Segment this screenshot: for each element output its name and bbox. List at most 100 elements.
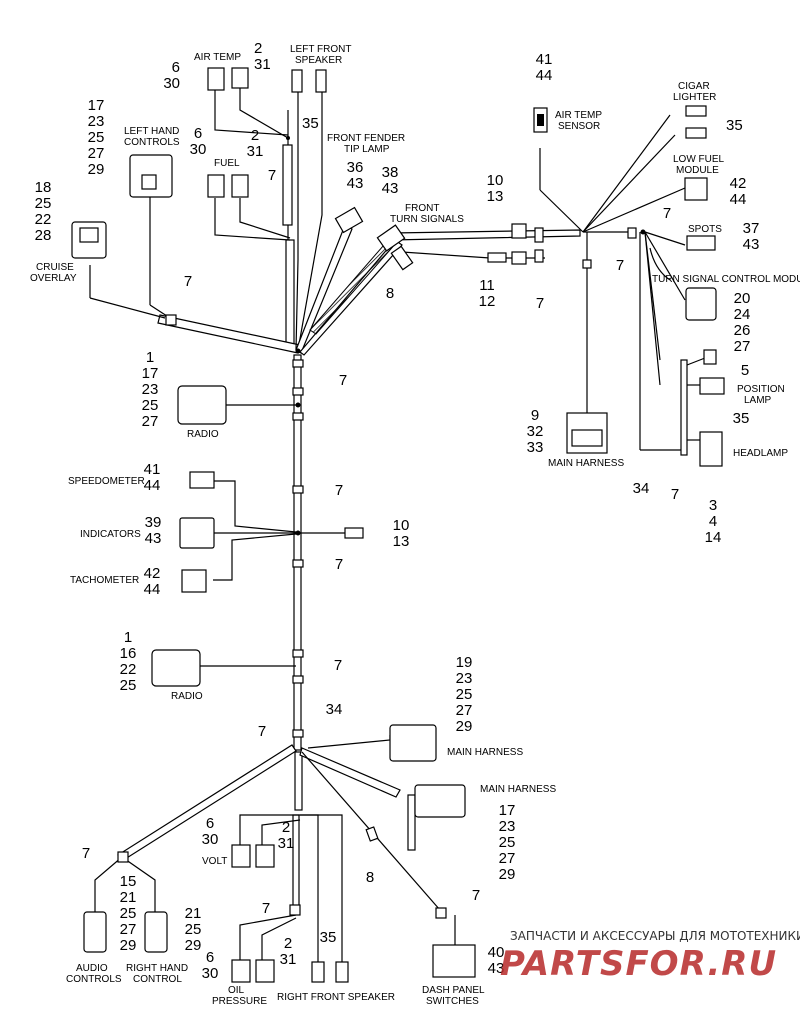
callout-number: 27 xyxy=(88,145,105,162)
callout-number: 39 xyxy=(145,514,162,531)
clip xyxy=(292,729,304,738)
callout-number: 7 xyxy=(339,372,347,389)
label-cruise-2: OVERLAY xyxy=(30,273,77,284)
callout-number: 43 xyxy=(743,236,760,253)
callout-number: 3 xyxy=(709,497,717,514)
label-right-hand-2: CONTROL xyxy=(133,974,182,985)
callout-number: 7 xyxy=(268,167,276,184)
clip xyxy=(534,249,544,263)
callout-number: 37 xyxy=(743,220,760,237)
label-tip-lamp-1: FRONT FENDER xyxy=(327,133,405,144)
callout-number: 34 xyxy=(633,480,650,497)
callout-number: 44 xyxy=(144,477,161,494)
callout-number: 2 xyxy=(254,40,262,57)
callout-number: 7 xyxy=(616,257,624,274)
callout-number: 7 xyxy=(663,205,671,222)
fuel-connector xyxy=(207,174,225,198)
callout-number: 13 xyxy=(487,188,504,205)
callout-number: 17 xyxy=(142,365,159,382)
label-cruise-1: CRUISE xyxy=(36,262,74,273)
label-spots: SPOTS xyxy=(688,224,722,235)
callout-number: 1 xyxy=(124,629,132,646)
watermark-logo: PARTSFOR.RU xyxy=(500,944,777,984)
callout-number: 25 xyxy=(88,129,105,146)
label-dash-1: DASH PANEL xyxy=(422,985,485,996)
callout-number: 10 xyxy=(393,517,410,534)
spots-connector xyxy=(686,235,716,251)
radio-lower-connector xyxy=(151,649,201,687)
label-main-harness-top: MAIN HARNESS xyxy=(548,458,624,469)
volt-terminal xyxy=(255,844,275,868)
callout-number: 28 xyxy=(35,227,52,244)
callout-number: 2 xyxy=(282,819,290,836)
label-low-fuel-1: LOW FUEL xyxy=(673,154,725,165)
callout-number: 22 xyxy=(35,211,52,228)
callout-number: 9 xyxy=(531,407,539,424)
callout-number: 43 xyxy=(145,530,162,547)
label-left-front-speaker-1: LEFT FRONT xyxy=(290,44,351,55)
clip xyxy=(627,227,637,239)
callout-clip-headlamp: 7 xyxy=(671,486,679,503)
callout-number: 2 xyxy=(251,127,259,144)
callout-clip-upper: 7 xyxy=(268,167,276,184)
headlamp-connector xyxy=(699,431,723,467)
callout-number: 27 xyxy=(499,850,516,867)
callout-number: 7 xyxy=(262,900,270,917)
tachometer-connector xyxy=(181,569,207,593)
callout-bolt: 8 xyxy=(386,285,394,302)
callout-clip-trunk-a: 7 xyxy=(335,482,343,499)
callout-number: 18 xyxy=(35,179,52,196)
position-lamp-connector xyxy=(699,377,725,395)
callout-speaker-rf: 35 xyxy=(320,929,337,946)
callout-number: 21 xyxy=(185,905,202,922)
label-front-turn-1: FRONT xyxy=(405,203,439,214)
callout-number: 44 xyxy=(730,191,747,208)
clip xyxy=(435,907,447,919)
callout-number: 17 xyxy=(499,802,516,819)
clip xyxy=(165,314,177,326)
callout-number: 7 xyxy=(536,295,544,312)
front-signal-wire-connector xyxy=(487,252,507,263)
radio-upper-connector xyxy=(177,385,227,425)
callout-number: 30 xyxy=(190,141,207,158)
label-radio-lower: RADIO xyxy=(171,691,203,702)
callout-volt-b: 231 xyxy=(278,819,295,852)
label-speedometer: SPEEDOMETER xyxy=(68,476,145,487)
audio-controls-connector xyxy=(83,911,107,953)
callout-number: 31 xyxy=(254,56,271,73)
upper-harness-tube xyxy=(285,239,295,351)
main-harness-mid-connector xyxy=(389,724,437,762)
label-left-hand-controls-1: LEFT HAND xyxy=(124,126,179,137)
callout-number: 32 xyxy=(527,423,544,440)
callout-number: 25 xyxy=(499,834,516,851)
label-indicators: INDICATORS xyxy=(80,529,141,540)
callout-number: 7 xyxy=(335,482,343,499)
callout-number: 15 xyxy=(120,873,137,890)
callout-number: 29 xyxy=(185,937,202,954)
callout-number: 7 xyxy=(335,556,343,573)
callout-clip-trunk-b: 7 xyxy=(335,556,343,573)
clip xyxy=(534,227,544,243)
label-right-hand-1: RIGHT HAND xyxy=(126,963,188,974)
callout-number: 17 xyxy=(88,97,105,114)
callout-fuel-b: 231 xyxy=(247,127,264,160)
callout-number: 31 xyxy=(280,951,297,968)
clip xyxy=(292,675,304,684)
callout-number: 44 xyxy=(144,581,161,598)
callout-number: 6 xyxy=(172,59,180,76)
callout-oil: 630 xyxy=(202,949,219,982)
callout-number: 14 xyxy=(705,529,722,546)
watermark: ЗАПЧАСТИ И АКСЕССУАРЫ ДЛЯ МОТОТЕХНИКИ PA… xyxy=(500,929,800,984)
callout-trunk: 34 xyxy=(326,701,343,718)
